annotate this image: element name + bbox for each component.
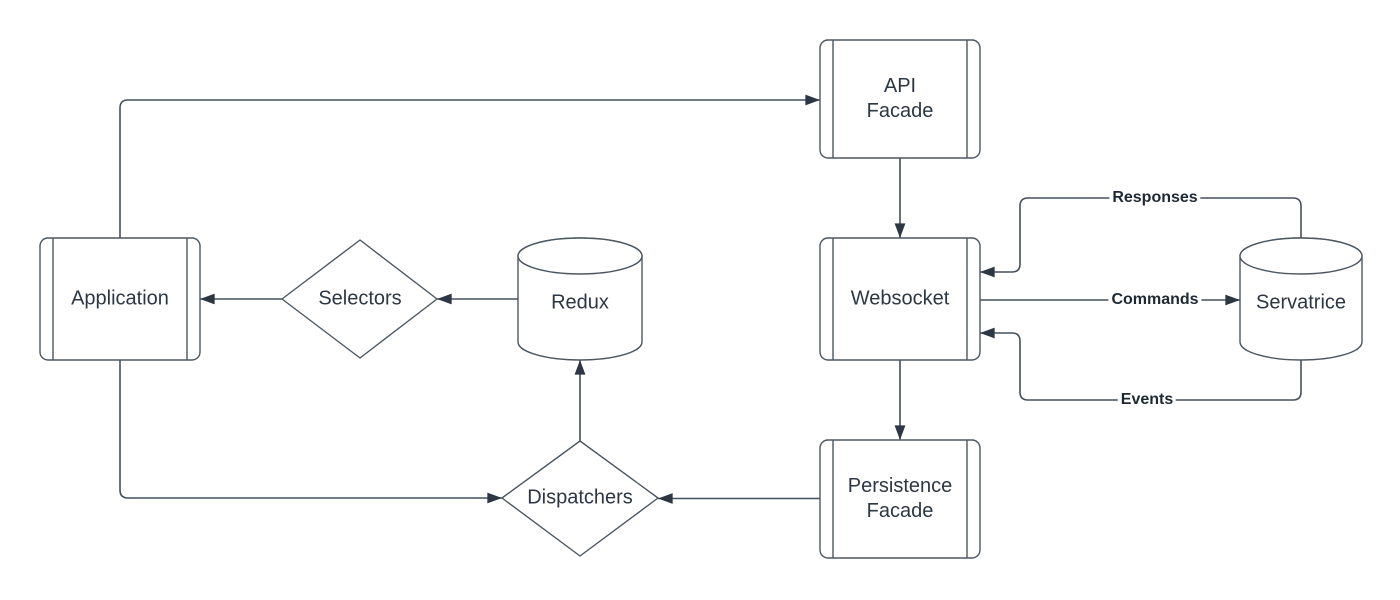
node-shape-layer: [39, 39, 1363, 559]
servatrice-shape: [1239, 237, 1363, 361]
persistence-facade-shape: [819, 439, 981, 559]
edge-application-to-api-facade: [119, 94, 820, 238]
edge-events: [980, 327, 1302, 401]
redux-shape: [517, 237, 643, 361]
edge-application-to-dispatchers: [119, 360, 502, 504]
websocket-shape: [819, 237, 981, 361]
dispatchers-shape: [501, 440, 659, 557]
application-shape: [39, 237, 201, 361]
api-facade-shape: [819, 39, 981, 159]
edge-responses: [980, 197, 1302, 278]
selectors-shape: [281, 239, 438, 359]
